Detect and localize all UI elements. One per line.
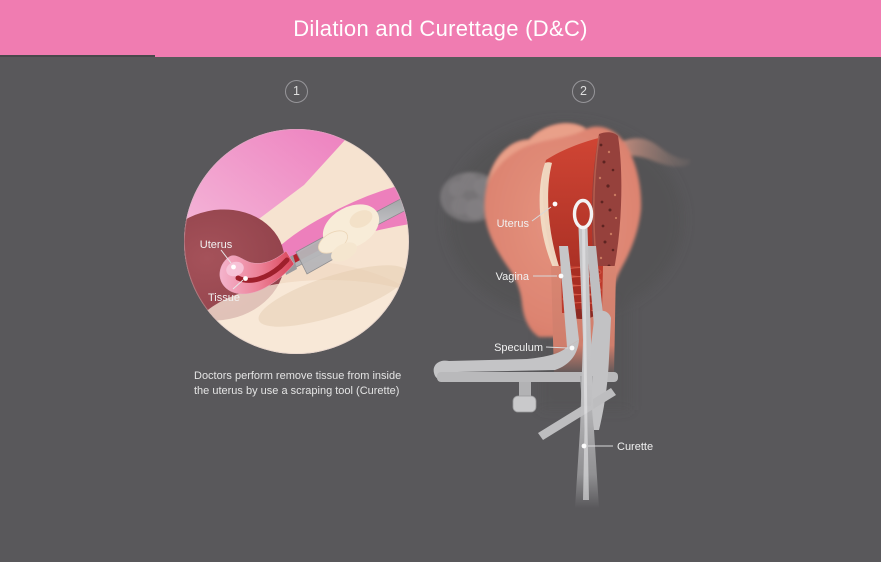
uterus-label: Uterus xyxy=(497,218,530,230)
curette-label: Curette xyxy=(617,441,653,453)
tissue-groove xyxy=(235,257,290,283)
tissue-being-removed xyxy=(219,250,295,294)
speculum-connector xyxy=(519,382,531,398)
speculum-right-member xyxy=(590,310,611,430)
tissue-shape xyxy=(219,250,295,294)
uterus-top-highlight xyxy=(486,123,586,187)
step-1-badge: 1 xyxy=(285,80,308,103)
tissue-leader-line xyxy=(232,279,244,290)
curette-instrument xyxy=(572,198,599,508)
title-bar: Dilation and Curettage (D&C) xyxy=(0,0,881,57)
uterus-pointer-dot xyxy=(231,264,236,270)
uterus-label: Uterus xyxy=(200,239,233,251)
tissue-highlight xyxy=(226,261,244,277)
step-2-badge: 2 xyxy=(572,80,595,103)
circle-rim xyxy=(184,129,409,354)
speculum-pointer-dot xyxy=(569,345,575,351)
curette-shaft-highlight xyxy=(582,228,589,500)
speculum-left-blade xyxy=(559,246,579,347)
vagina-pointer-dot xyxy=(558,273,564,279)
anatomy-illustration: Uterus Vagina Speculum Curette xyxy=(433,122,691,508)
speculum-lower-bar xyxy=(437,372,618,382)
hand-holding-curette xyxy=(318,204,380,262)
closeup-labels: Uterus Tissue xyxy=(200,239,248,304)
caption-line-1: Doctors perform remove tissue from insid… xyxy=(194,370,402,382)
uterus-pointer-dot xyxy=(552,201,558,207)
tissue-pointer-dot xyxy=(243,276,248,281)
speculum-label: Speculum xyxy=(494,342,543,354)
anatomy-labels: Uterus Vagina Speculum Curette xyxy=(494,201,653,453)
speculum-screw-knob xyxy=(512,395,537,413)
caption-line-2: the uterus by use a scraping tool (Curet… xyxy=(194,384,400,397)
uterus-leader-line xyxy=(220,249,232,264)
speculum-diagonal-strut xyxy=(538,388,616,440)
curette-shaft xyxy=(575,228,599,508)
instrument-shadow xyxy=(258,265,408,327)
step-2-number: 2 xyxy=(580,84,587,99)
speculum-leader-line xyxy=(545,346,569,349)
uterus-leader-line xyxy=(531,206,552,222)
tissue-label: Tissue xyxy=(208,292,240,304)
speculum-left-arm xyxy=(446,340,579,372)
page-title: Dilation and Curettage (D&C) xyxy=(293,15,588,41)
caption: Doctors perform remove tissue from insid… xyxy=(194,369,409,399)
header-shadow-strip xyxy=(0,55,155,57)
curette-pointer-dot xyxy=(581,443,587,449)
vagina-label: Vagina xyxy=(496,271,530,283)
inner-lining-band xyxy=(539,162,571,295)
closeup-illustration: Uterus Tissue xyxy=(184,129,409,354)
right-fallopian-tube xyxy=(621,138,691,167)
step-1-number: 1 xyxy=(293,84,300,99)
curette-loop-tip xyxy=(572,198,594,230)
